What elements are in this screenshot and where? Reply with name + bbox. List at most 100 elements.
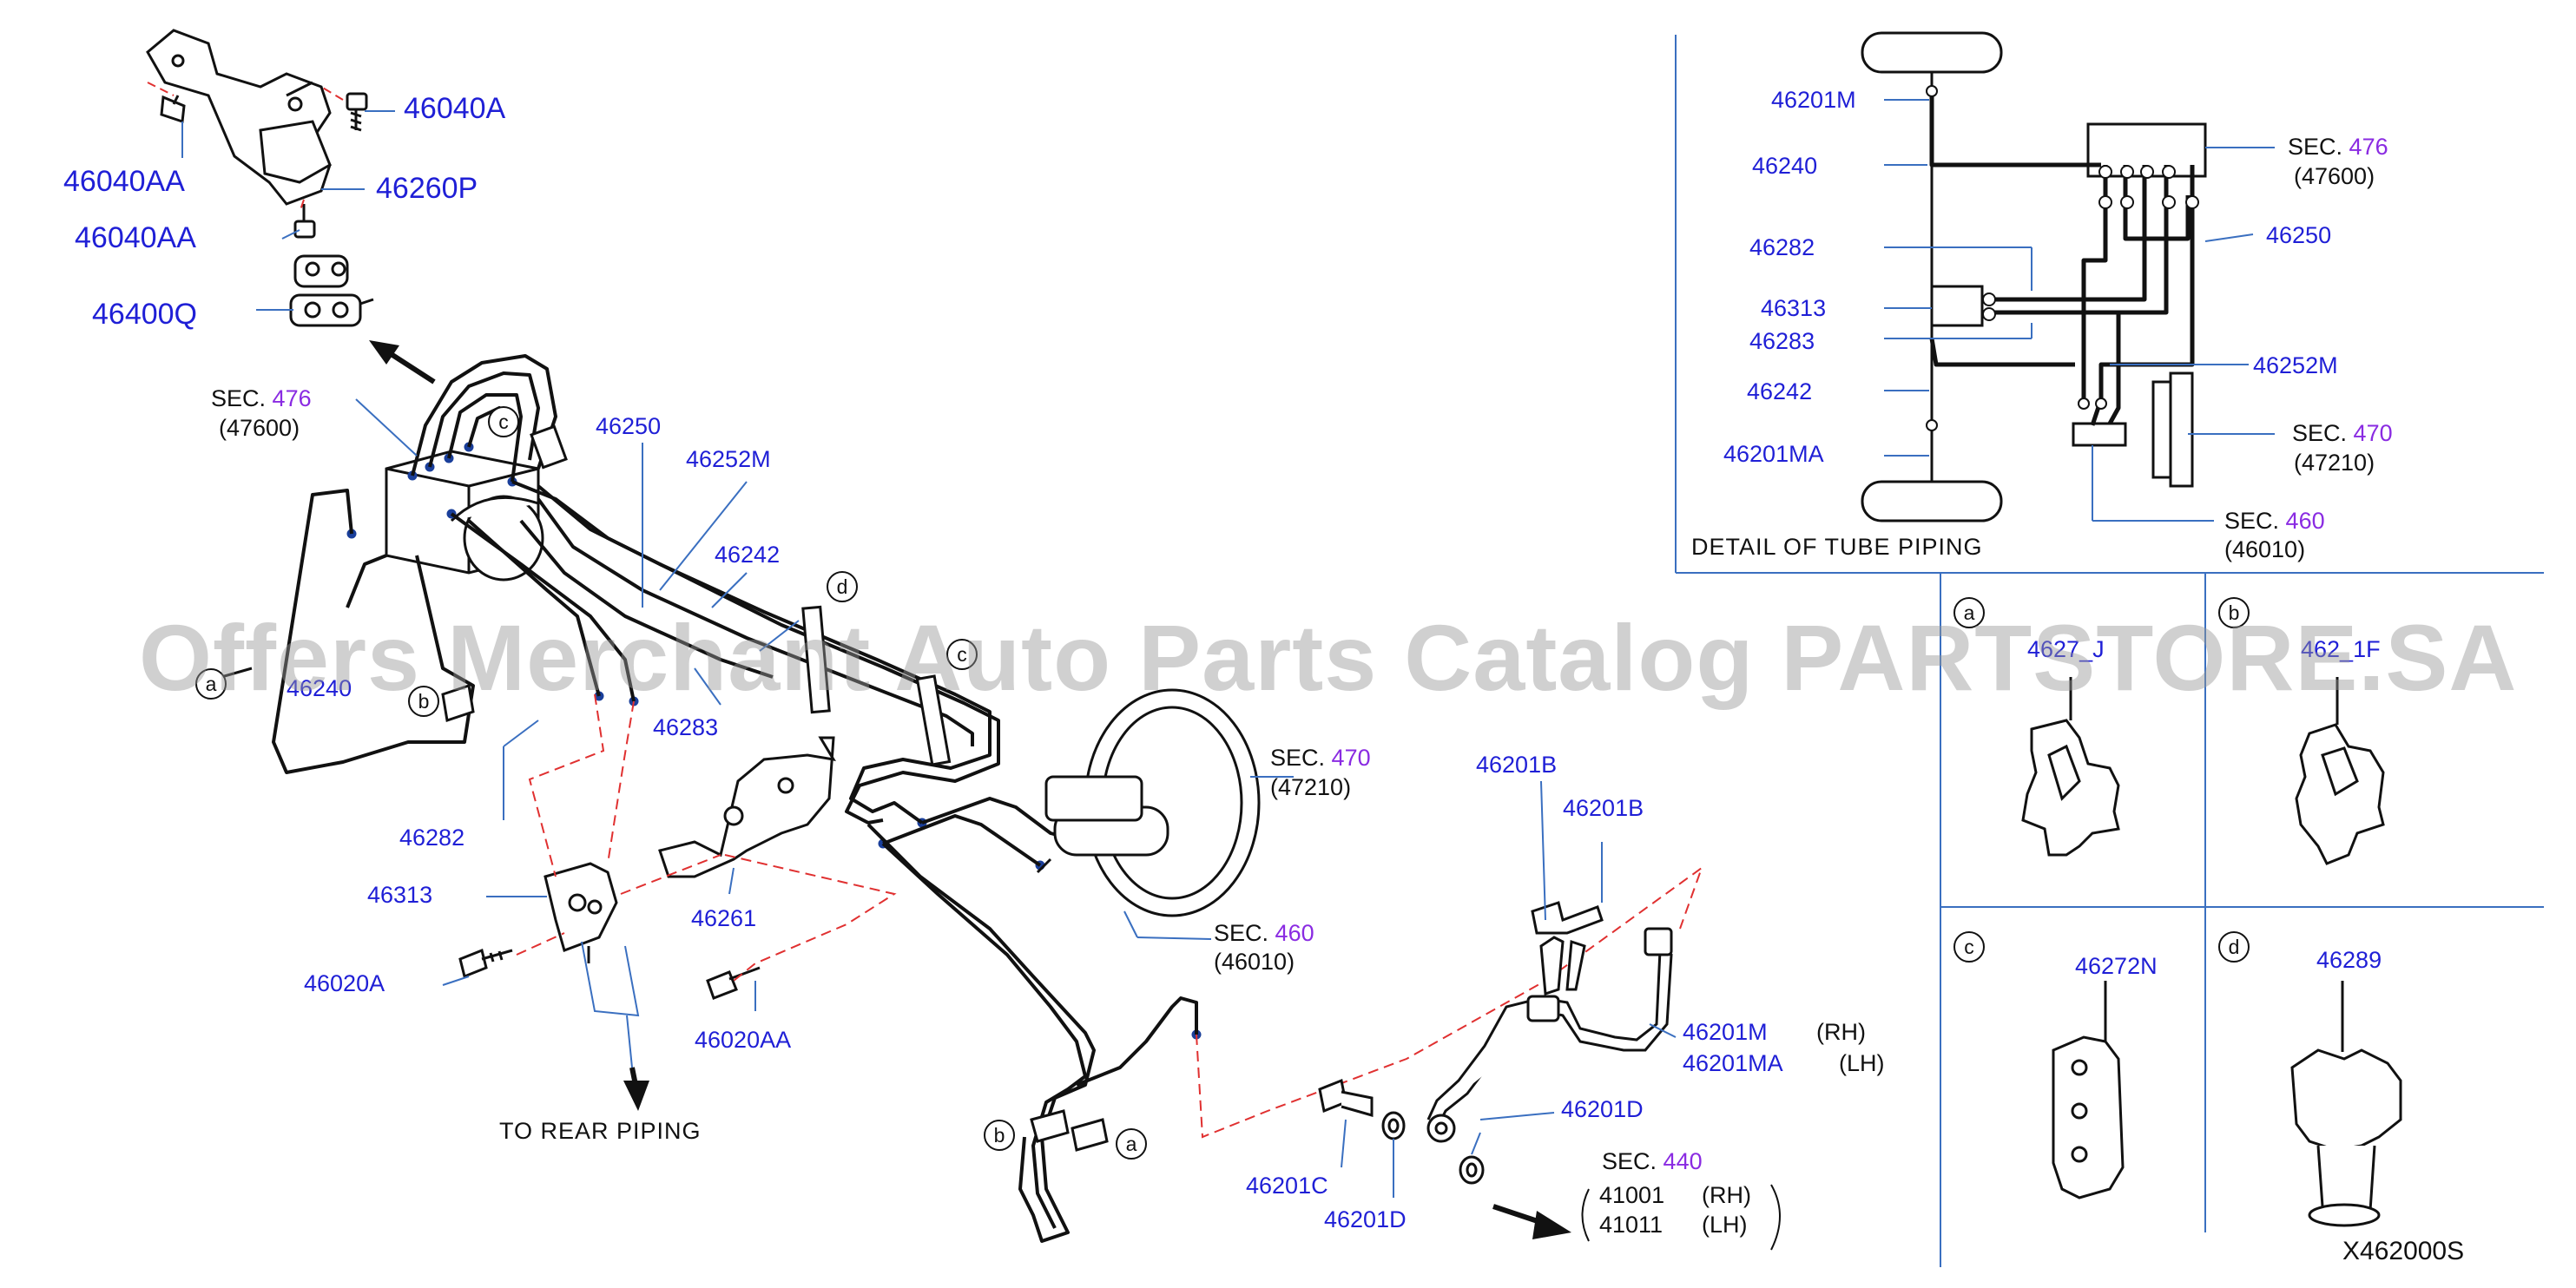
- diagram-code: X462000S: [2342, 1237, 2465, 1265]
- sec-prefix: SEC.: [1214, 920, 1269, 946]
- clip-c-part-label: 46272N: [2075, 953, 2158, 979]
- part-46201d-2-label: 46201D: [1324, 1206, 1407, 1232]
- bolt-46040aa-top: [160, 95, 186, 124]
- part-46240-label: 46240: [287, 675, 352, 701]
- clip-b-callout: b: [2218, 597, 2250, 628]
- part-46201b-2-label: 46201B: [1563, 795, 1644, 821]
- sensor-bracket-assembly: [146, 29, 332, 206]
- detail-label-46250: 46250: [2266, 222, 2332, 248]
- sec-prefix: SEC.: [1270, 745, 1326, 771]
- part-46250-label: 46250: [596, 413, 662, 439]
- clip-d-part-label: 46289: [2316, 947, 2382, 973]
- detail-sec-476-label: SEC. 476: [2288, 135, 2388, 159]
- sec-440-row1-num: 41001: [1599, 1182, 1665, 1208]
- to-rear-piping-label: TO REAR PIPING: [499, 1118, 702, 1144]
- part-46201d-1-label: 46201D: [1561, 1096, 1644, 1122]
- part-46201ma-side: (LH): [1839, 1050, 1885, 1076]
- callout-a-left: a: [195, 668, 227, 700]
- bracket-46261: [658, 736, 836, 878]
- clip-a-callout: a: [1953, 597, 1985, 628]
- part-46313-label: 46313: [367, 882, 433, 908]
- top-leaders: [181, 110, 395, 311]
- abs-actuator-unit: [385, 450, 544, 582]
- sec-476-label: SEC. 476: [211, 387, 312, 411]
- junction-block-46313: [544, 862, 618, 963]
- part-46260p-label: 46260P: [376, 172, 478, 205]
- bolt-46040aa-mid: [293, 204, 316, 239]
- part-46040a-label: 46040A: [404, 92, 506, 125]
- callout-c-top: c: [488, 406, 519, 437]
- sec440-bracket-right: [1770, 1184, 1781, 1251]
- detail-sec-460-label: SEC. 460: [2224, 509, 2325, 533]
- clip-a-drawing: [2021, 677, 2120, 857]
- red-dash-main: [516, 693, 1704, 1139]
- detail-sec-470-ref: (47210): [2294, 450, 2375, 476]
- clip-d-drawing: [2290, 981, 2402, 1227]
- detail-label-46240: 46240: [1752, 153, 1818, 179]
- sec-440-row1-side: (RH): [1702, 1182, 1751, 1208]
- clip-c-callout: c: [1953, 931, 1985, 963]
- sec-number: 470: [2353, 420, 2393, 446]
- bolt-46020a: [458, 948, 513, 979]
- part-46283-label: 46283: [653, 714, 719, 740]
- detail-label-46201m: 46201M: [1771, 87, 1856, 113]
- detail-label-46313: 46313: [1761, 295, 1827, 321]
- sec-number: 476: [2349, 134, 2388, 160]
- detail-ports: [1926, 85, 2199, 431]
- bolt-46040a: [346, 92, 368, 132]
- union-bolt-46201c: [1318, 1078, 1374, 1117]
- to-rear-piping-bracket: [581, 941, 640, 1068]
- part-46400q-label: 46400Q: [92, 298, 197, 331]
- clip-a-part-label: 4627_J: [2027, 636, 2105, 662]
- detail-title: DETAIL OF TUBE PIPING: [1691, 534, 1983, 560]
- sec-470-ref: (47210): [1270, 774, 1352, 800]
- washer-46201d: [1381, 1111, 1485, 1185]
- part-46020aa-label: 46020AA: [695, 1027, 792, 1053]
- part-46040aa-top-label: 46040AA: [63, 165, 185, 198]
- sec440-bracket-left: [1581, 1188, 1590, 1242]
- brake-tubes: [272, 354, 1198, 1243]
- tube-clips: [221, 424, 1109, 1152]
- part-46261-label: 46261: [691, 905, 757, 931]
- detail-sec-470-label: SEC. 470: [2292, 422, 2393, 445]
- sec-460-label: SEC. 460: [1214, 922, 1314, 945]
- sec-number: 470: [1331, 745, 1371, 771]
- hose-clip-46201b: [1531, 901, 1604, 996]
- clip-c-drawing: [2052, 981, 2125, 1199]
- clip-d-callout: d: [2218, 931, 2250, 963]
- part-46040aa-mid-label: 46040AA: [75, 221, 196, 254]
- brake-hose-46201m: [1426, 927, 1673, 1143]
- detail-schematic: [1861, 31, 2207, 522]
- sec-prefix: SEC.: [1602, 1148, 1657, 1174]
- part-46201m-label: 46201M: [1683, 1019, 1768, 1045]
- bolt-46020aa: [706, 966, 761, 1000]
- part-46252m-label: 46252M: [686, 446, 771, 472]
- part-46201b-1-label: 46201B: [1476, 752, 1558, 778]
- detail-sec-460-ref: (46010): [2224, 536, 2306, 562]
- part-46201c-label: 46201C: [1246, 1173, 1328, 1199]
- sec-476-ref: (47600): [219, 415, 300, 441]
- detail-label-46283: 46283: [1749, 328, 1815, 354]
- sec-440-label: SEC. 440: [1602, 1150, 1703, 1173]
- sec-prefix: SEC.: [2288, 134, 2343, 160]
- part-46201m-side: (RH): [1816, 1019, 1866, 1045]
- callout-d-main: d: [827, 571, 858, 602]
- part-46242-label: 46242: [715, 542, 781, 568]
- callout-a-bottom: a: [1116, 1128, 1147, 1160]
- sec-prefix: SEC.: [2292, 420, 2348, 446]
- detail-label-46282: 46282: [1749, 234, 1815, 260]
- height-sensor-46400q: [289, 254, 374, 327]
- panel-frame: [1675, 35, 2544, 1267]
- detail-sec-476-ref: (47600): [2294, 163, 2375, 189]
- sec-prefix: SEC.: [211, 385, 267, 411]
- sec-440-row2-num: 41011: [1599, 1212, 1664, 1238]
- clip-b-part-label: 462_1F: [2301, 636, 2381, 662]
- sec-number: 476: [272, 385, 312, 411]
- clip-b-drawing: [2295, 677, 2385, 865]
- red-dash-top: [147, 82, 344, 214]
- sec-number: 460: [1275, 920, 1314, 946]
- sec-460-ref: (46010): [1214, 949, 1295, 975]
- detail-label-46242: 46242: [1747, 378, 1813, 404]
